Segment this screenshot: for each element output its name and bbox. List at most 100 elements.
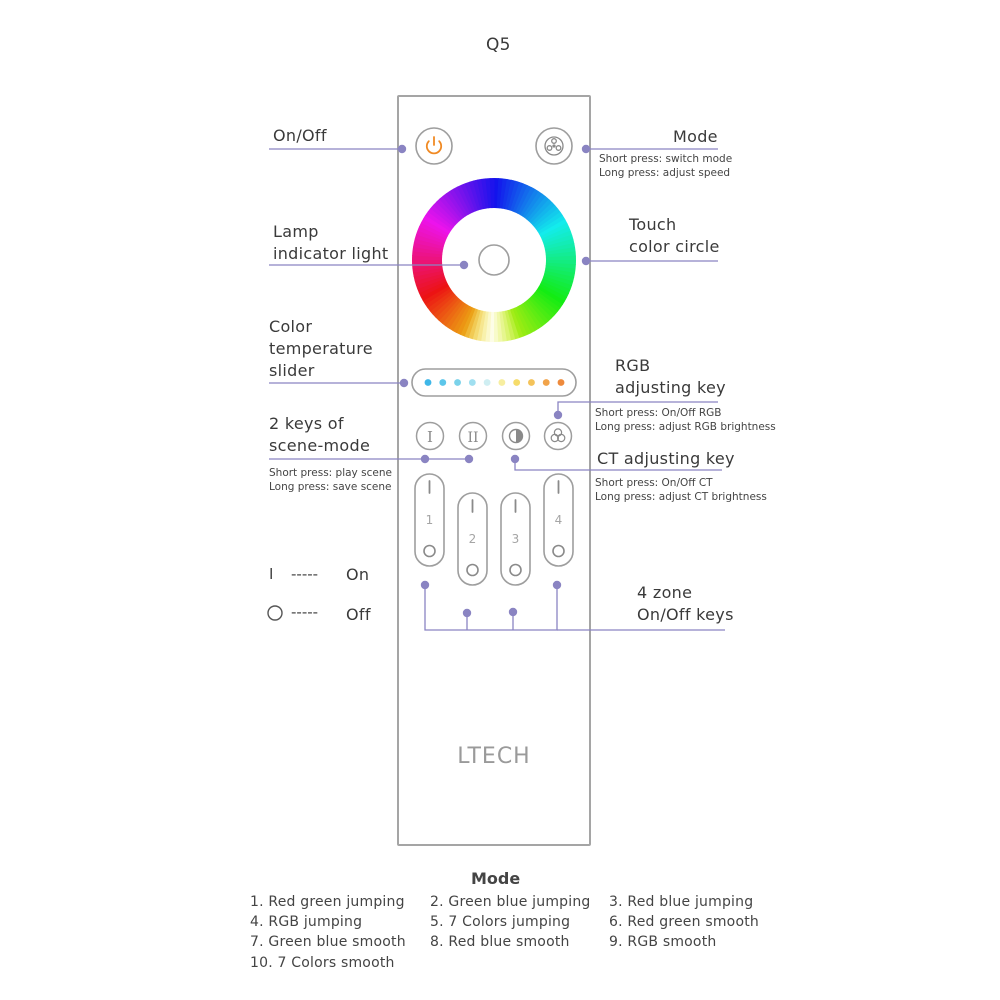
ring-segment <box>422 214 451 234</box>
ring-segment <box>501 310 512 342</box>
mode-item: 9. RGB smooth <box>609 934 717 950</box>
scene-2-label: II <box>467 430 478 446</box>
off-label: Off <box>346 605 371 624</box>
scene-1-label: I <box>427 428 433 446</box>
ring-segment <box>526 196 550 222</box>
ring-segment <box>515 185 532 214</box>
ring-segment <box>414 234 445 247</box>
ring-segment <box>427 207 454 230</box>
ring-segment <box>468 309 481 340</box>
ring-segment <box>499 311 507 342</box>
ring-segment <box>496 178 504 209</box>
ring-segment <box>424 287 452 309</box>
ring-segment <box>545 265 576 274</box>
ring-segment <box>530 294 555 319</box>
zone-2-number: 2 <box>469 532 477 546</box>
ring-segment <box>420 218 450 237</box>
scene-1-button[interactable] <box>415 421 445 451</box>
power-button[interactable] <box>415 127 453 165</box>
ring-segment <box>445 301 466 329</box>
scene-2-button[interactable] <box>458 421 488 451</box>
ring-segment <box>537 215 566 235</box>
ring-segment <box>435 296 460 321</box>
ring-segment <box>514 306 532 336</box>
ring-segment <box>512 183 528 213</box>
color-temperature-slider[interactable] <box>411 368 577 397</box>
label-ct-key: CT adjusting key <box>597 449 735 468</box>
ring-segment <box>539 219 568 237</box>
ring-segment <box>413 270 444 282</box>
ring-segment <box>425 211 453 232</box>
zone-4-number: 4 <box>555 513 563 527</box>
ring-segment <box>412 267 444 278</box>
model-title: Q5 <box>486 35 511 55</box>
ring-segment <box>464 308 478 338</box>
ring-segment <box>436 198 460 224</box>
ring-segment <box>540 222 570 240</box>
ring-segment <box>493 311 499 342</box>
ring-segment <box>545 260 576 265</box>
ring-segment <box>526 298 549 325</box>
ring-segment <box>517 186 536 216</box>
ring-segment <box>512 307 528 337</box>
ring-segment <box>502 179 512 210</box>
slider-dot <box>528 379 535 386</box>
ring-segment <box>510 182 524 212</box>
ring-segment <box>452 304 471 334</box>
ring-segment <box>415 275 446 290</box>
ring-segment <box>499 178 508 209</box>
ring-segment <box>532 205 559 228</box>
ring-segment <box>541 278 571 294</box>
ring-segment <box>413 242 444 252</box>
ring-segment <box>419 222 448 239</box>
slider-dot <box>498 379 506 386</box>
off-symbol-icon <box>267 605 283 621</box>
rgb-icon <box>550 428 566 443</box>
ring-segment <box>535 288 563 309</box>
touch-color-circle[interactable] <box>411 178 577 342</box>
slider-dot <box>557 379 565 386</box>
ring-segment <box>545 262 576 270</box>
zone-key-4[interactable] <box>543 473 574 567</box>
slider-dot <box>454 379 461 386</box>
mode-item: 7. Green blue smooth <box>250 934 406 950</box>
ring-segment <box>504 310 516 341</box>
zone-key-1[interactable] <box>414 473 445 567</box>
slider-dot <box>513 379 521 386</box>
ring-segment <box>439 195 462 222</box>
ring-segment <box>522 191 543 219</box>
lamp-indicator <box>478 244 510 276</box>
ring-segment <box>441 300 464 327</box>
slider-dots <box>424 379 565 386</box>
ring-segment <box>545 255 577 261</box>
ring-segment <box>418 280 448 298</box>
slider-dot <box>542 379 550 386</box>
zone-key-2[interactable] <box>457 492 488 586</box>
off-dashes: ----- <box>291 603 319 621</box>
contrast-icon <box>508 428 524 444</box>
slider-dot <box>468 379 476 386</box>
ring-segment <box>528 296 552 322</box>
ring-segment <box>536 211 564 233</box>
ring-segment <box>438 298 462 324</box>
ring-segment <box>412 265 443 273</box>
mode-item: 4. RGB jumping <box>250 914 363 930</box>
ring-segment <box>537 286 566 306</box>
zone-3-number: 3 <box>512 532 520 546</box>
ring-segment <box>544 270 575 282</box>
ring-segment <box>412 250 443 258</box>
ring-segment <box>481 178 489 209</box>
zone-key-3[interactable] <box>500 492 531 586</box>
ring-segment <box>476 178 487 210</box>
on-symbol: I <box>269 565 274 583</box>
ring-segment <box>543 234 574 247</box>
ring-segment <box>484 311 492 342</box>
